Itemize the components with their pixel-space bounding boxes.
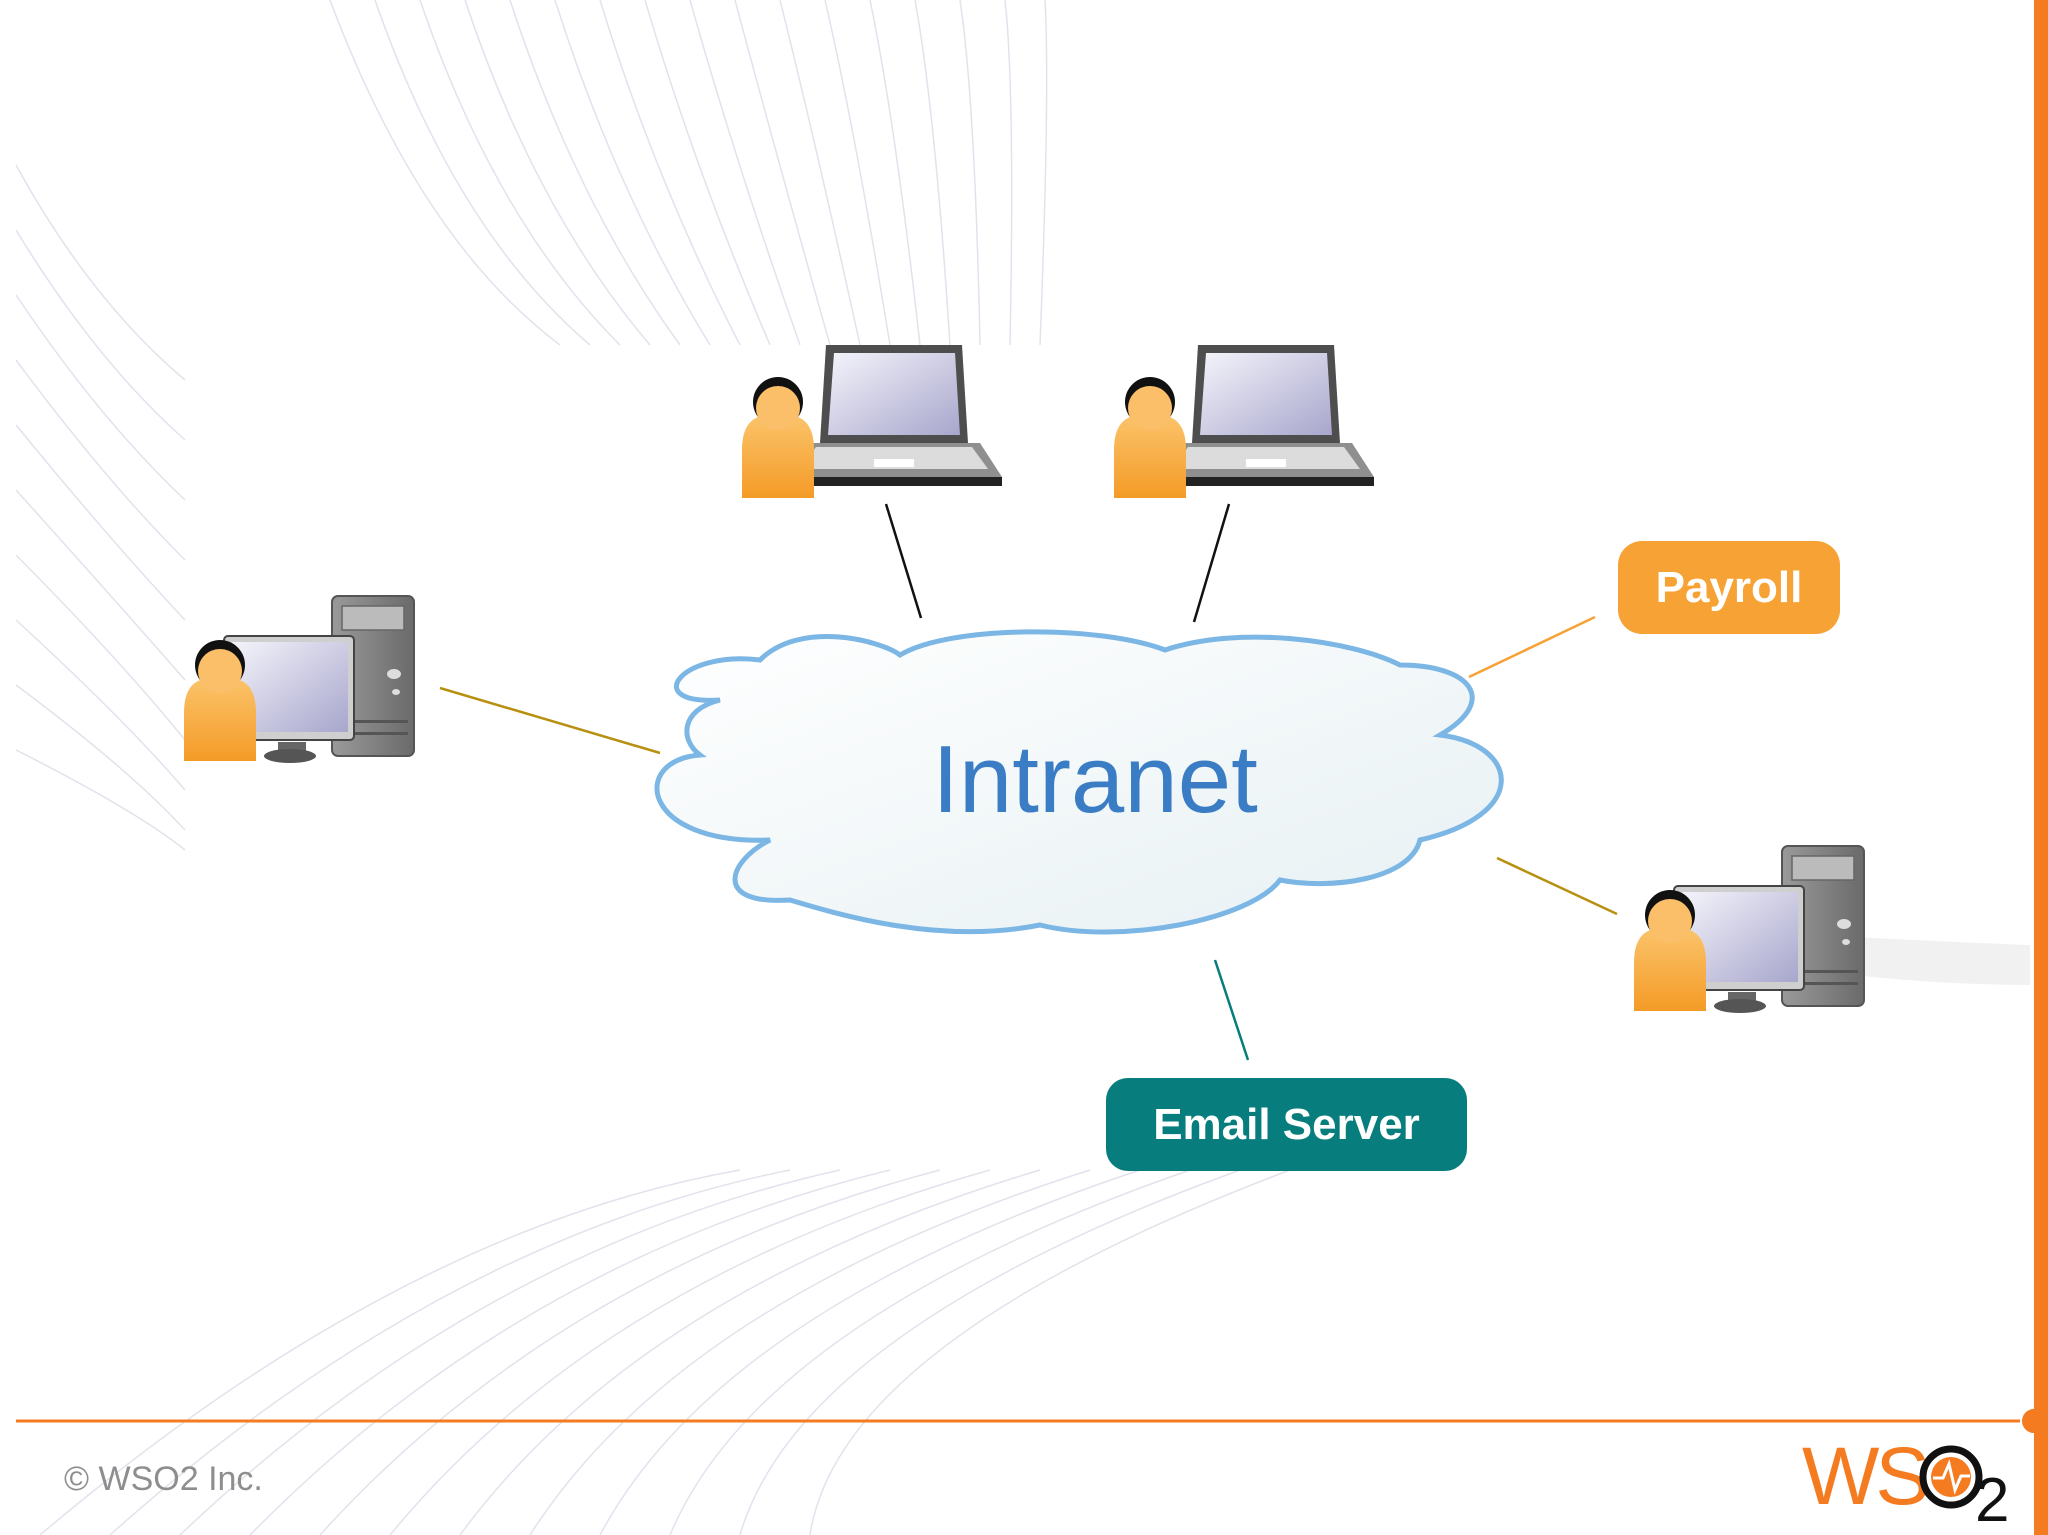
connector-laptop-1 xyxy=(884,503,923,619)
desktop-user-right xyxy=(1634,845,1865,1014)
background-swoosh-bottom xyxy=(39,1169,1291,1535)
connector-desktop-left xyxy=(439,686,661,755)
email-server-node[interactable]: Email Server xyxy=(1106,1078,1467,1171)
connector-laptop-2 xyxy=(1192,503,1231,623)
wso2-logo: WS 2 xyxy=(1802,1431,2009,1535)
connector-payroll xyxy=(1468,615,1596,679)
connector-email-server xyxy=(1213,959,1250,1061)
svg-text:WS: WS xyxy=(1802,1431,1926,1522)
connector-desktop-right xyxy=(1496,856,1618,916)
background-swoosh-left xyxy=(15,164,186,851)
desktop-user-left xyxy=(184,595,415,764)
laptop-user-1 xyxy=(742,345,1002,498)
right-accent-bar xyxy=(2034,0,2048,1535)
payroll-node[interactable]: Payroll xyxy=(1618,541,1840,634)
intranet-cloud xyxy=(654,629,1504,935)
laptop-user-2 xyxy=(1114,345,1374,498)
background-swoosh-top xyxy=(329,0,1048,346)
svg-text:2: 2 xyxy=(1975,1466,2009,1535)
copyright-text: © WSO2 Inc. xyxy=(64,1460,263,1498)
intranet-label: Intranet xyxy=(932,726,1258,833)
